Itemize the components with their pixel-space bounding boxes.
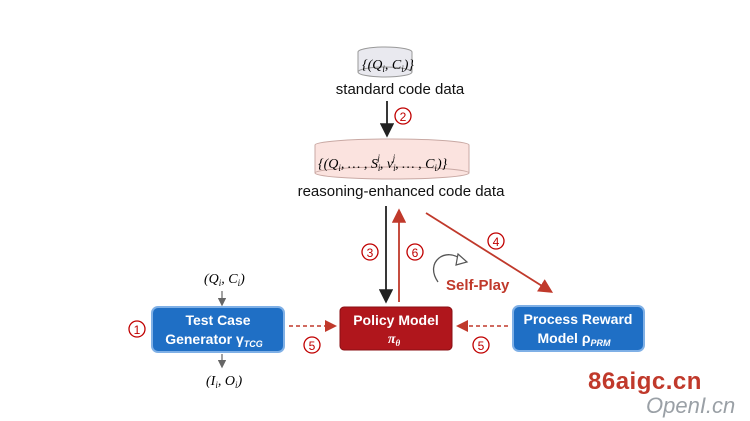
standard-data-formula: {(Qi, Ci)}	[362, 58, 414, 74]
step-1-badge: 1	[128, 320, 146, 338]
test-case-generator-box: Test Case Generator γTCG	[151, 306, 285, 353]
svg-text:6: 6	[412, 246, 419, 260]
prm-line2: Model ρPRM	[538, 330, 612, 348]
reasoning-data-cylinder: {(Qi, … , Sij, vij, … , Ci)}	[314, 138, 470, 180]
arrow-step-4	[425, 212, 554, 293]
reasoning-data-label: reasoning-enhanced code data	[298, 183, 505, 200]
step-6-badge: 6	[406, 243, 424, 261]
watermark-86aigc: 86aigc.cn	[588, 368, 702, 395]
prm-line1: Process Reward	[524, 311, 633, 327]
svg-text:5: 5	[309, 339, 316, 353]
svg-text:2: 2	[400, 110, 407, 124]
reasoning-data-formula: {(Qi, … , Sij, vij, … , Ci)}	[318, 153, 448, 173]
tcg-input-formula: (Qi, Ci)	[204, 272, 245, 288]
step-5-badge-left: 5	[303, 336, 321, 354]
svg-text:3: 3	[367, 246, 374, 260]
process-reward-model-box: Process Reward Model ρPRM	[512, 305, 645, 352]
step-3-badge: 3	[361, 243, 379, 261]
svg-text:4: 4	[493, 235, 500, 249]
policy-model-box: Policy Model πθ	[339, 306, 453, 351]
svg-text:5: 5	[478, 339, 485, 353]
self-play-arrowhead-icon	[455, 252, 469, 266]
policy-symbol: πθ	[388, 332, 401, 348]
svg-text:1: 1	[134, 323, 141, 337]
step-2-badge: 2	[394, 107, 412, 125]
tcg-output-formula: (Ii, Oi)	[206, 374, 242, 390]
watermark-openi: OpenI.cn	[646, 393, 736, 418]
self-play-label: Self-Play	[446, 277, 510, 294]
tcg-line2: Generator γTCG	[165, 331, 263, 349]
tcg-line1: Test Case	[185, 312, 250, 328]
standard-data-label: standard code data	[336, 81, 465, 98]
policy-line1: Policy Model	[353, 312, 439, 328]
step-5-badge-right: 5	[472, 336, 490, 354]
standard-data-cylinder: {(Qi, Ci)}	[357, 46, 414, 78]
step-4-badge: 4	[487, 232, 505, 250]
